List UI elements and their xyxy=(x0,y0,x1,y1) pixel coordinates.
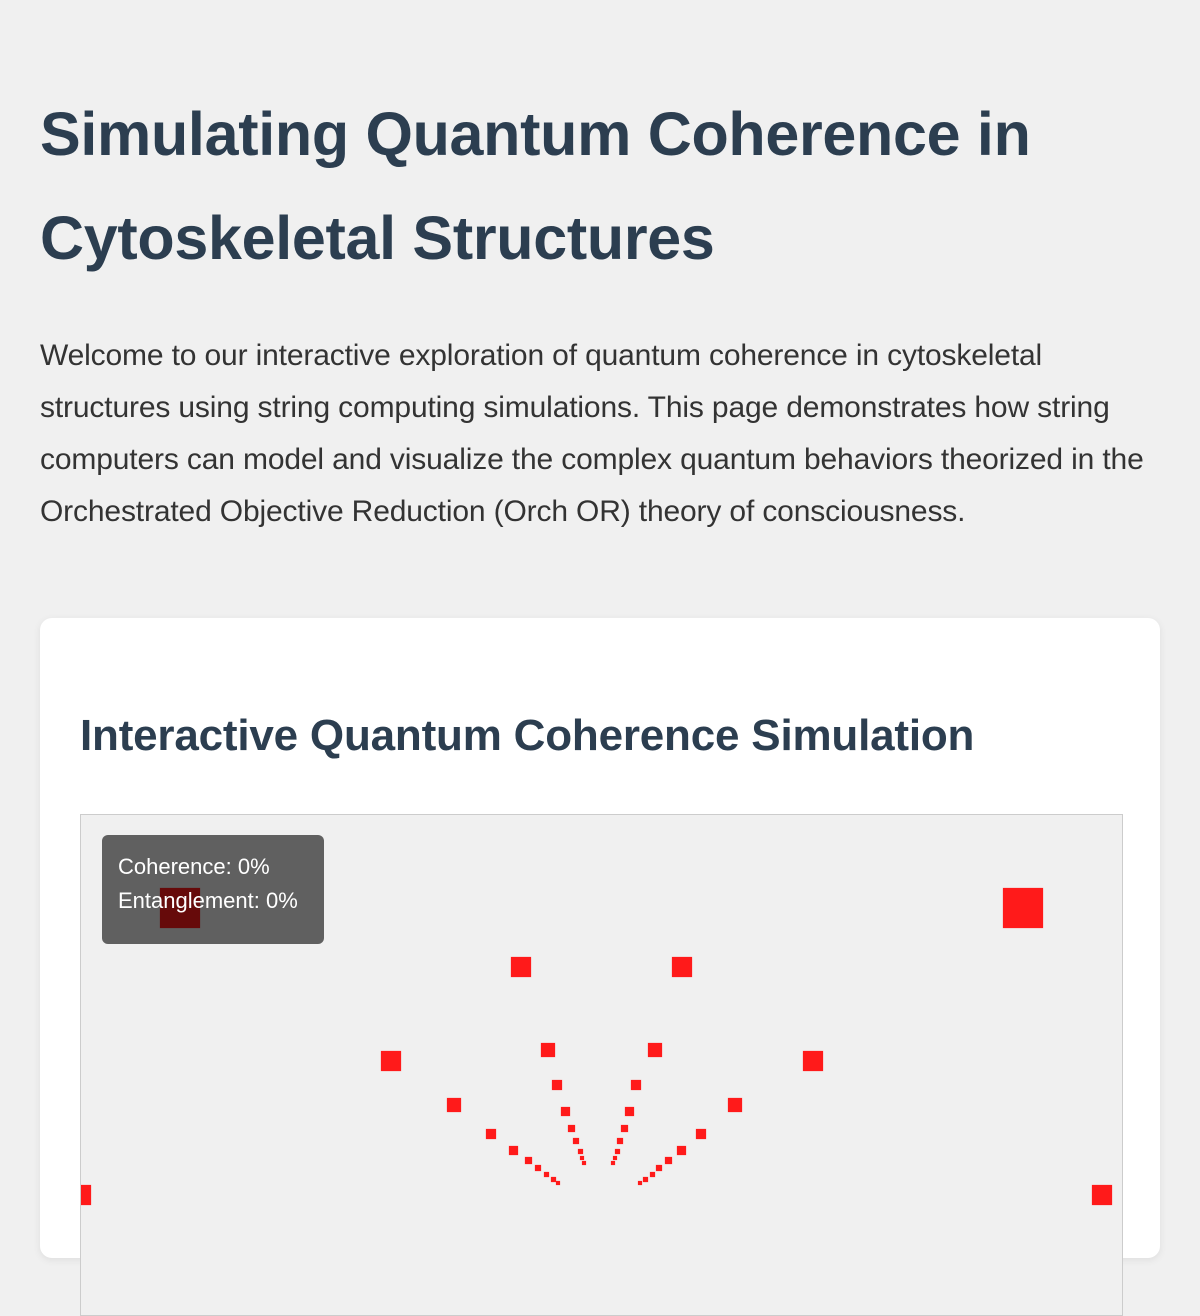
quantum-node xyxy=(535,1165,541,1171)
quantum-node xyxy=(614,1148,620,1154)
page-title: Simulating Quantum Coherence in Cytoskel… xyxy=(40,100,1031,272)
quantum-node xyxy=(556,1181,560,1185)
quantum-node xyxy=(617,1138,623,1144)
simulation-card: Interactive Quantum Coherence Simulation… xyxy=(40,618,1160,1316)
quantum-node xyxy=(638,1181,642,1185)
quantum-node xyxy=(642,1176,648,1182)
quantum-node xyxy=(550,1176,556,1182)
quantum-node xyxy=(648,1043,662,1057)
quantum-node xyxy=(560,1106,570,1116)
quantum-node xyxy=(696,1129,706,1139)
stats-overlay: Coherence: 0% Entanglement: 0% xyxy=(102,835,324,944)
quantum-node xyxy=(81,1185,91,1205)
quantum-node xyxy=(573,1138,579,1144)
entanglement-stat: Entanglement: 0% xyxy=(118,888,298,913)
quantum-node xyxy=(728,1098,742,1112)
quantum-node xyxy=(552,1080,562,1090)
quantum-node xyxy=(580,1156,584,1160)
quantum-node xyxy=(631,1080,641,1090)
quantum-node xyxy=(1003,888,1043,928)
quantum-node xyxy=(582,1161,586,1165)
quantum-node xyxy=(803,1051,823,1071)
quantum-node xyxy=(672,957,692,977)
quantum-node xyxy=(649,1171,655,1177)
quantum-node xyxy=(611,1161,615,1165)
quantum-node xyxy=(656,1165,662,1171)
simulation-canvas[interactable]: Coherence: 0% Entanglement: 0% xyxy=(80,814,1123,1316)
quantum-node xyxy=(676,1145,686,1155)
quantum-node xyxy=(511,957,531,977)
quantum-node xyxy=(567,1124,575,1132)
quantum-node xyxy=(508,1145,518,1155)
quantum-node xyxy=(624,1106,634,1116)
quantum-node xyxy=(524,1156,532,1164)
intro-paragraph: Welcome to our interactive exploration o… xyxy=(40,339,1144,528)
quantum-node xyxy=(543,1171,549,1177)
quantum-node xyxy=(541,1043,555,1057)
simulation-heading: Interactive Quantum Coherence Simulation xyxy=(80,711,975,760)
quantum-node xyxy=(664,1156,672,1164)
quantum-node xyxy=(613,1156,617,1160)
quantum-node xyxy=(1092,1185,1112,1205)
quantum-node xyxy=(620,1124,628,1132)
quantum-node xyxy=(381,1051,401,1071)
quantum-node xyxy=(486,1129,496,1139)
quantum-node xyxy=(447,1098,461,1112)
coherence-stat: Coherence: 0% xyxy=(118,854,270,879)
quantum-node xyxy=(577,1148,583,1154)
